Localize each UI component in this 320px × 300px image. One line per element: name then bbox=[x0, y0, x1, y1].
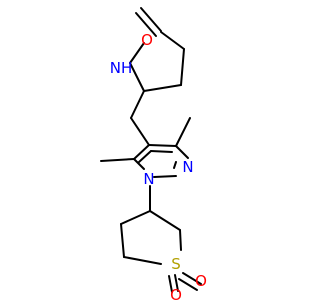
bond-n1-c5 bbox=[129, 62, 145, 92]
bond-c5-ch2 bbox=[130, 90, 145, 119]
bond-s-o1-b bbox=[178, 278, 198, 291]
bond-c5-c4pz bbox=[133, 144, 150, 160]
bond-s-o1-a bbox=[182, 272, 202, 285]
bond-carbonyl-1 bbox=[135, 12, 157, 37]
bond-c5-c4 bbox=[143, 84, 182, 92]
bond-c2-c3 bbox=[149, 210, 181, 231]
atom-o-sulfone-1: O bbox=[195, 272, 207, 290]
bond-c5-c4pz-inner bbox=[138, 150, 152, 163]
bond-c5-methyl bbox=[100, 158, 135, 162]
bond-c3-n2 bbox=[175, 145, 189, 159]
bond-c3-c4thiolane bbox=[120, 210, 151, 225]
atom-s-sulfone: S bbox=[171, 255, 181, 273]
bond-c3-methyl bbox=[175, 117, 191, 147]
atom-n-pyrazole-1: N bbox=[143, 170, 154, 188]
bond-c4-c3pz-double bbox=[150, 150, 173, 153]
bond-carbonyl-2 bbox=[140, 7, 162, 32]
atom-n-pyrazole-2: N bbox=[182, 158, 193, 176]
bond-c3-c2 bbox=[160, 31, 185, 50]
bond-ch2-c4pz bbox=[130, 117, 150, 146]
bond-n1-c5pz bbox=[133, 158, 145, 170]
bond-c2-n1 bbox=[129, 42, 145, 64]
background bbox=[0, 0, 300, 300]
atom-o-sulfone-2: O bbox=[170, 286, 182, 300]
bond-s-o2-b bbox=[174, 274, 179, 292]
atom-o-carbonyl: O bbox=[141, 31, 153, 49]
bond-c3-n2-double bbox=[173, 161, 177, 169]
bond-s-o2-a bbox=[168, 275, 173, 293]
bond-s-c2 bbox=[179, 229, 182, 251]
bond-c5-s bbox=[123, 256, 162, 265]
bond-c4-c3 bbox=[180, 48, 185, 86]
structure-diagram: O NH N N S O O bbox=[0, 0, 300, 300]
bond-n2-n1 bbox=[153, 175, 177, 178]
molecule-canvas: O NH N N S O O bbox=[0, 0, 300, 300]
bond-c4-c3pz bbox=[148, 144, 177, 147]
bond-c4-c5thiolane bbox=[120, 223, 125, 258]
atom-nh-lactam: NH bbox=[110, 59, 133, 77]
